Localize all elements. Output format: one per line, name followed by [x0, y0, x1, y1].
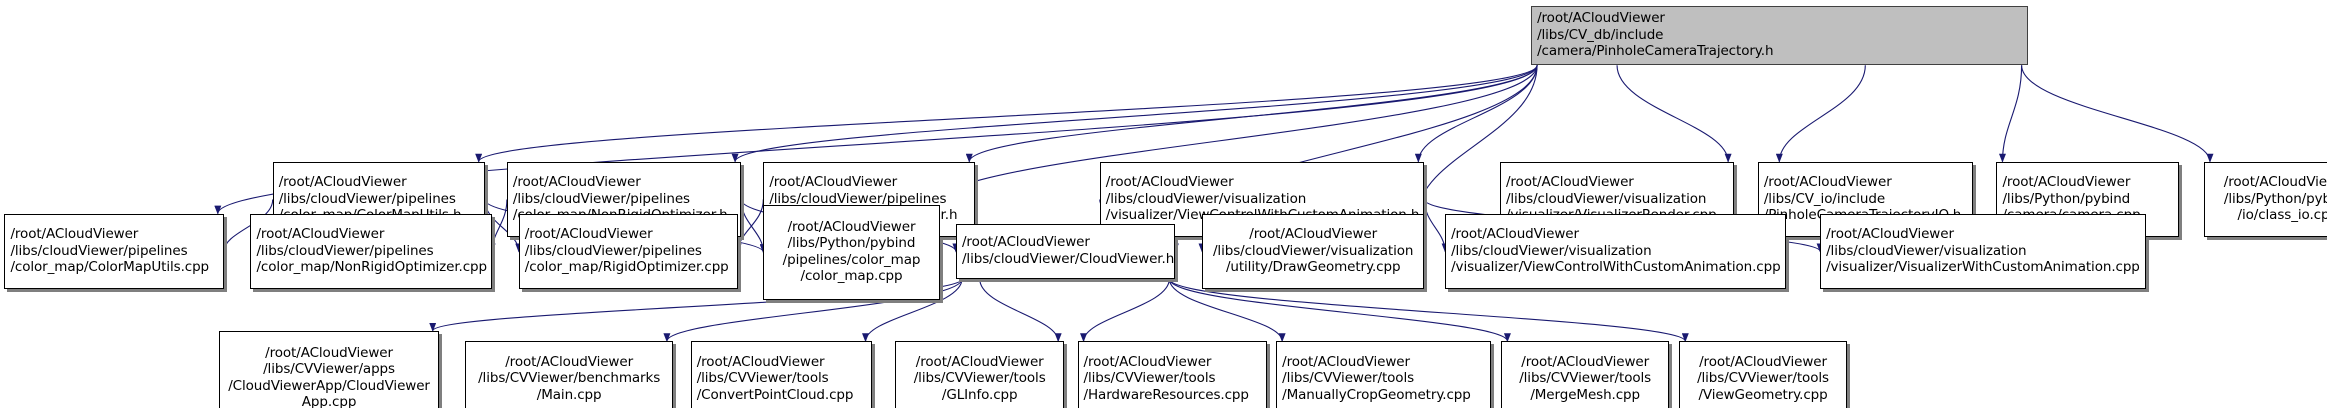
node-label-line: /color_map/ColorMapUtils.cpp	[10, 259, 210, 276]
node-label-line: /root/ACloudViewer	[1105, 174, 1234, 191]
graph-node[interactable]: /root/ACloudViewer/libs/Python/pybind/io…	[2203, 161, 2327, 238]
node-label-line: /libs/cloudViewer/visualization	[1451, 242, 1652, 259]
node-label-line: /root/ACloudViewer	[1505, 174, 1634, 191]
node-label-line: /libs/Python/pybind	[787, 235, 916, 252]
node-label-line: /pipelines/color_map	[782, 251, 921, 268]
node-label-line: /libs/Python/pybind	[2002, 190, 2131, 207]
graph-node[interactable]: /root/ACloudViewer/libs/CVViewer/tools/H…	[1077, 341, 1268, 408]
graph-edge	[1775, 65, 1866, 163]
node-label-line: /ConvertPointCloud.cpp	[696, 386, 854, 403]
node-label-line: /libs/cloudViewer/pipelines	[512, 190, 690, 207]
graph-edge	[965, 65, 1538, 163]
node-label-line: /HardwareResources.cpp	[1083, 386, 1249, 403]
node-label-line: /libs/CVViewer/tools	[1083, 370, 1216, 387]
node-label-line: /root/ACloudViewer	[769, 174, 898, 191]
node-label-line: /root/ACloudViewer	[696, 353, 825, 370]
graph-edge	[1414, 65, 1538, 163]
node-label-line: /ViewGeometry.cpp	[1698, 386, 1828, 403]
graph-node[interactable]: /root/ACloudViewer/libs/cloudViewer/pipe…	[4, 213, 224, 290]
node-label-line: /root/ACloudViewer	[915, 353, 1044, 370]
node-label-line: /libs/CVViewer/tools	[1519, 370, 1652, 387]
node-label-line: /root/ACloudViewer	[2223, 174, 2327, 191]
graph-node[interactable]: /root/ACloudViewer/libs/cloudViewer/visu…	[1445, 213, 1786, 290]
node-label-line: /libs/cloudViewer/visualization	[1212, 242, 1414, 259]
node-label-line: /libs/CVViewer/tools	[913, 370, 1046, 387]
node-label-line: /root/ACloudViewer	[512, 174, 641, 191]
node-label-line: /root/ACloudViewer	[1699, 353, 1827, 370]
node-label-line: /root/ACloudViewer	[1521, 353, 1650, 370]
node-label-line: /libs/CVViewer/tools	[1282, 370, 1415, 387]
node-label-line: /libs/cloudViewer/visualization	[1505, 190, 1707, 207]
node-label-line: App.cpp	[301, 394, 357, 408]
node-label-line: /visualizer/VisualizerWithCustomAnimatio…	[1826, 259, 2140, 276]
graph-node[interactable]: /root/ACloudViewer/libs/CVViewer/tools/M…	[1501, 341, 1669, 408]
node-label-line: /Main.cpp	[536, 386, 602, 403]
graph-node[interactable]: /root/ACloudViewer/libs/Python/pybind/pi…	[763, 204, 940, 300]
node-label-line: /camera/PinholeCameraTrajectory.h	[1537, 43, 1774, 60]
node-label-line: /root/ACloudViewer	[1537, 10, 1665, 27]
node-label-line: /visualizer/ViewControlWithCustomAnimati…	[1451, 259, 1781, 276]
graph-edge	[475, 65, 1538, 163]
graph-node[interactable]: /root/ACloudViewer/libs/cloudViewer/Clou…	[955, 224, 1176, 279]
graph-edge	[1998, 65, 2023, 163]
node-label-line: /libs/cloudViewer/pipelines	[256, 242, 434, 259]
node-label-line: /root/ACloudViewer	[10, 226, 139, 243]
node-label-line: /root/ACloudViewer	[265, 344, 393, 361]
node-label-line: /root/ACloudViewer	[1282, 353, 1410, 370]
node-label-line: /libs/CVViewer/apps	[263, 361, 395, 378]
graph-node[interactable]: /root/ACloudViewer/libs/cloudViewer/visu…	[1820, 213, 2147, 290]
graph-edge	[2021, 65, 2214, 163]
node-label-line: /root/ACloudViewer	[524, 226, 653, 243]
node-label-line: /root/ACloudViewer	[256, 226, 385, 243]
node-label-line: /libs/CVViewer/tools	[696, 370, 829, 387]
node-label-line: /root/ACloudViewer	[505, 353, 634, 370]
node-label-line: /color_map.cpp	[800, 268, 903, 285]
graph-node[interactable]: /root/ACloudViewer/libs/cloudViewer/visu…	[1202, 213, 1425, 290]
node-label-line: /color_map/NonRigidOptimizer.cpp	[256, 259, 487, 276]
graph-node[interactable]: /root/ACloudViewer/libs/CVViewer/apps/Cl…	[219, 330, 439, 408]
node-label-line: /libs/cloudViewer/pipelines	[10, 242, 188, 259]
node-label-line: /libs/cloudViewer/pipelines	[278, 190, 456, 207]
graph-node[interactable]: /root/ACloudViewer/libs/CVViewer/tools/G…	[895, 341, 1065, 408]
node-label-line: /root/ACloudViewer	[1083, 353, 1212, 370]
node-label-line: /libs/Python/pybind	[2223, 190, 2327, 207]
node-label-line: /libs/CV_io/include	[1763, 190, 1886, 207]
node-label-line: /root/ACloudViewer	[278, 174, 407, 191]
graph-node[interactable]: /root/ACloudViewer/libs/cloudViewer/pipe…	[518, 213, 739, 290]
node-label-line: /MergeMesh.cpp	[1530, 386, 1640, 403]
graph-edge	[979, 278, 1062, 343]
node-label-line: /libs/cloudViewer/CloudViewer.h	[961, 250, 1175, 267]
graph-node[interactable]: /root/ACloudViewer/libs/CVViewer/tools/M…	[1276, 341, 1492, 408]
node-label-line: /libs/cloudViewer/visualization	[1105, 190, 1307, 207]
node-label-line: /utility/DrawGeometry.cpp	[1225, 259, 1401, 276]
graph-edge	[740, 199, 767, 254]
graph-edge	[1616, 65, 1732, 163]
node-label-line: /libs/cloudViewer/pipelines	[524, 242, 702, 259]
node-label-line: /io/class_io.cpp	[2237, 207, 2327, 224]
node-label-line: /libs/CV_db/include	[1537, 26, 1664, 43]
node-label-line: /root/ACloudViewer	[2002, 174, 2131, 191]
node-label-line: /root/ACloudViewer	[1249, 226, 1378, 243]
graph-node[interactable]: /root/ACloudViewer/libs/cloudViewer/pipe…	[250, 213, 493, 290]
graph-node[interactable]: /root/ACloudViewer/libs/CVViewer/benchma…	[465, 341, 673, 408]
graph-node[interactable]: /root/ACloudViewer/libs/CVViewer/tools/C…	[690, 341, 872, 408]
node-label-line: /ManuallyCropGeometry.cpp	[1282, 386, 1471, 403]
node-label-line: /CloudViewerApp/CloudViewer	[228, 377, 430, 394]
node-label-line: /root/ACloudViewer	[1826, 226, 1954, 243]
graph-edge	[731, 65, 1538, 163]
node-label-line: /libs/CVViewer/tools	[1697, 370, 1829, 387]
graph-edge	[1423, 199, 1449, 253]
node-label-line: /GLInfo.cpp	[941, 386, 1018, 403]
graph-node[interactable]: /root/ACloudViewer/libs/CVViewer/tools/V…	[1679, 341, 1847, 408]
graph-node-root[interactable]: /root/ACloudViewer/libs/CV_db/include/ca…	[1531, 5, 2028, 66]
node-label-line: /color_map/RigidOptimizer.cpp	[524, 259, 729, 276]
node-label-line: /root/ACloudViewer	[787, 218, 916, 235]
node-label-line: /root/ACloudViewer	[961, 234, 1090, 251]
node-label-line: /libs/cloudViewer/visualization	[1826, 242, 2027, 259]
node-label-line: /root/ACloudViewer	[1451, 226, 1579, 243]
graph-edge	[1080, 278, 1170, 343]
node-label-line: /libs/CVViewer/benchmarks	[478, 370, 661, 387]
node-label-line: /root/ACloudViewer	[1763, 174, 1892, 191]
